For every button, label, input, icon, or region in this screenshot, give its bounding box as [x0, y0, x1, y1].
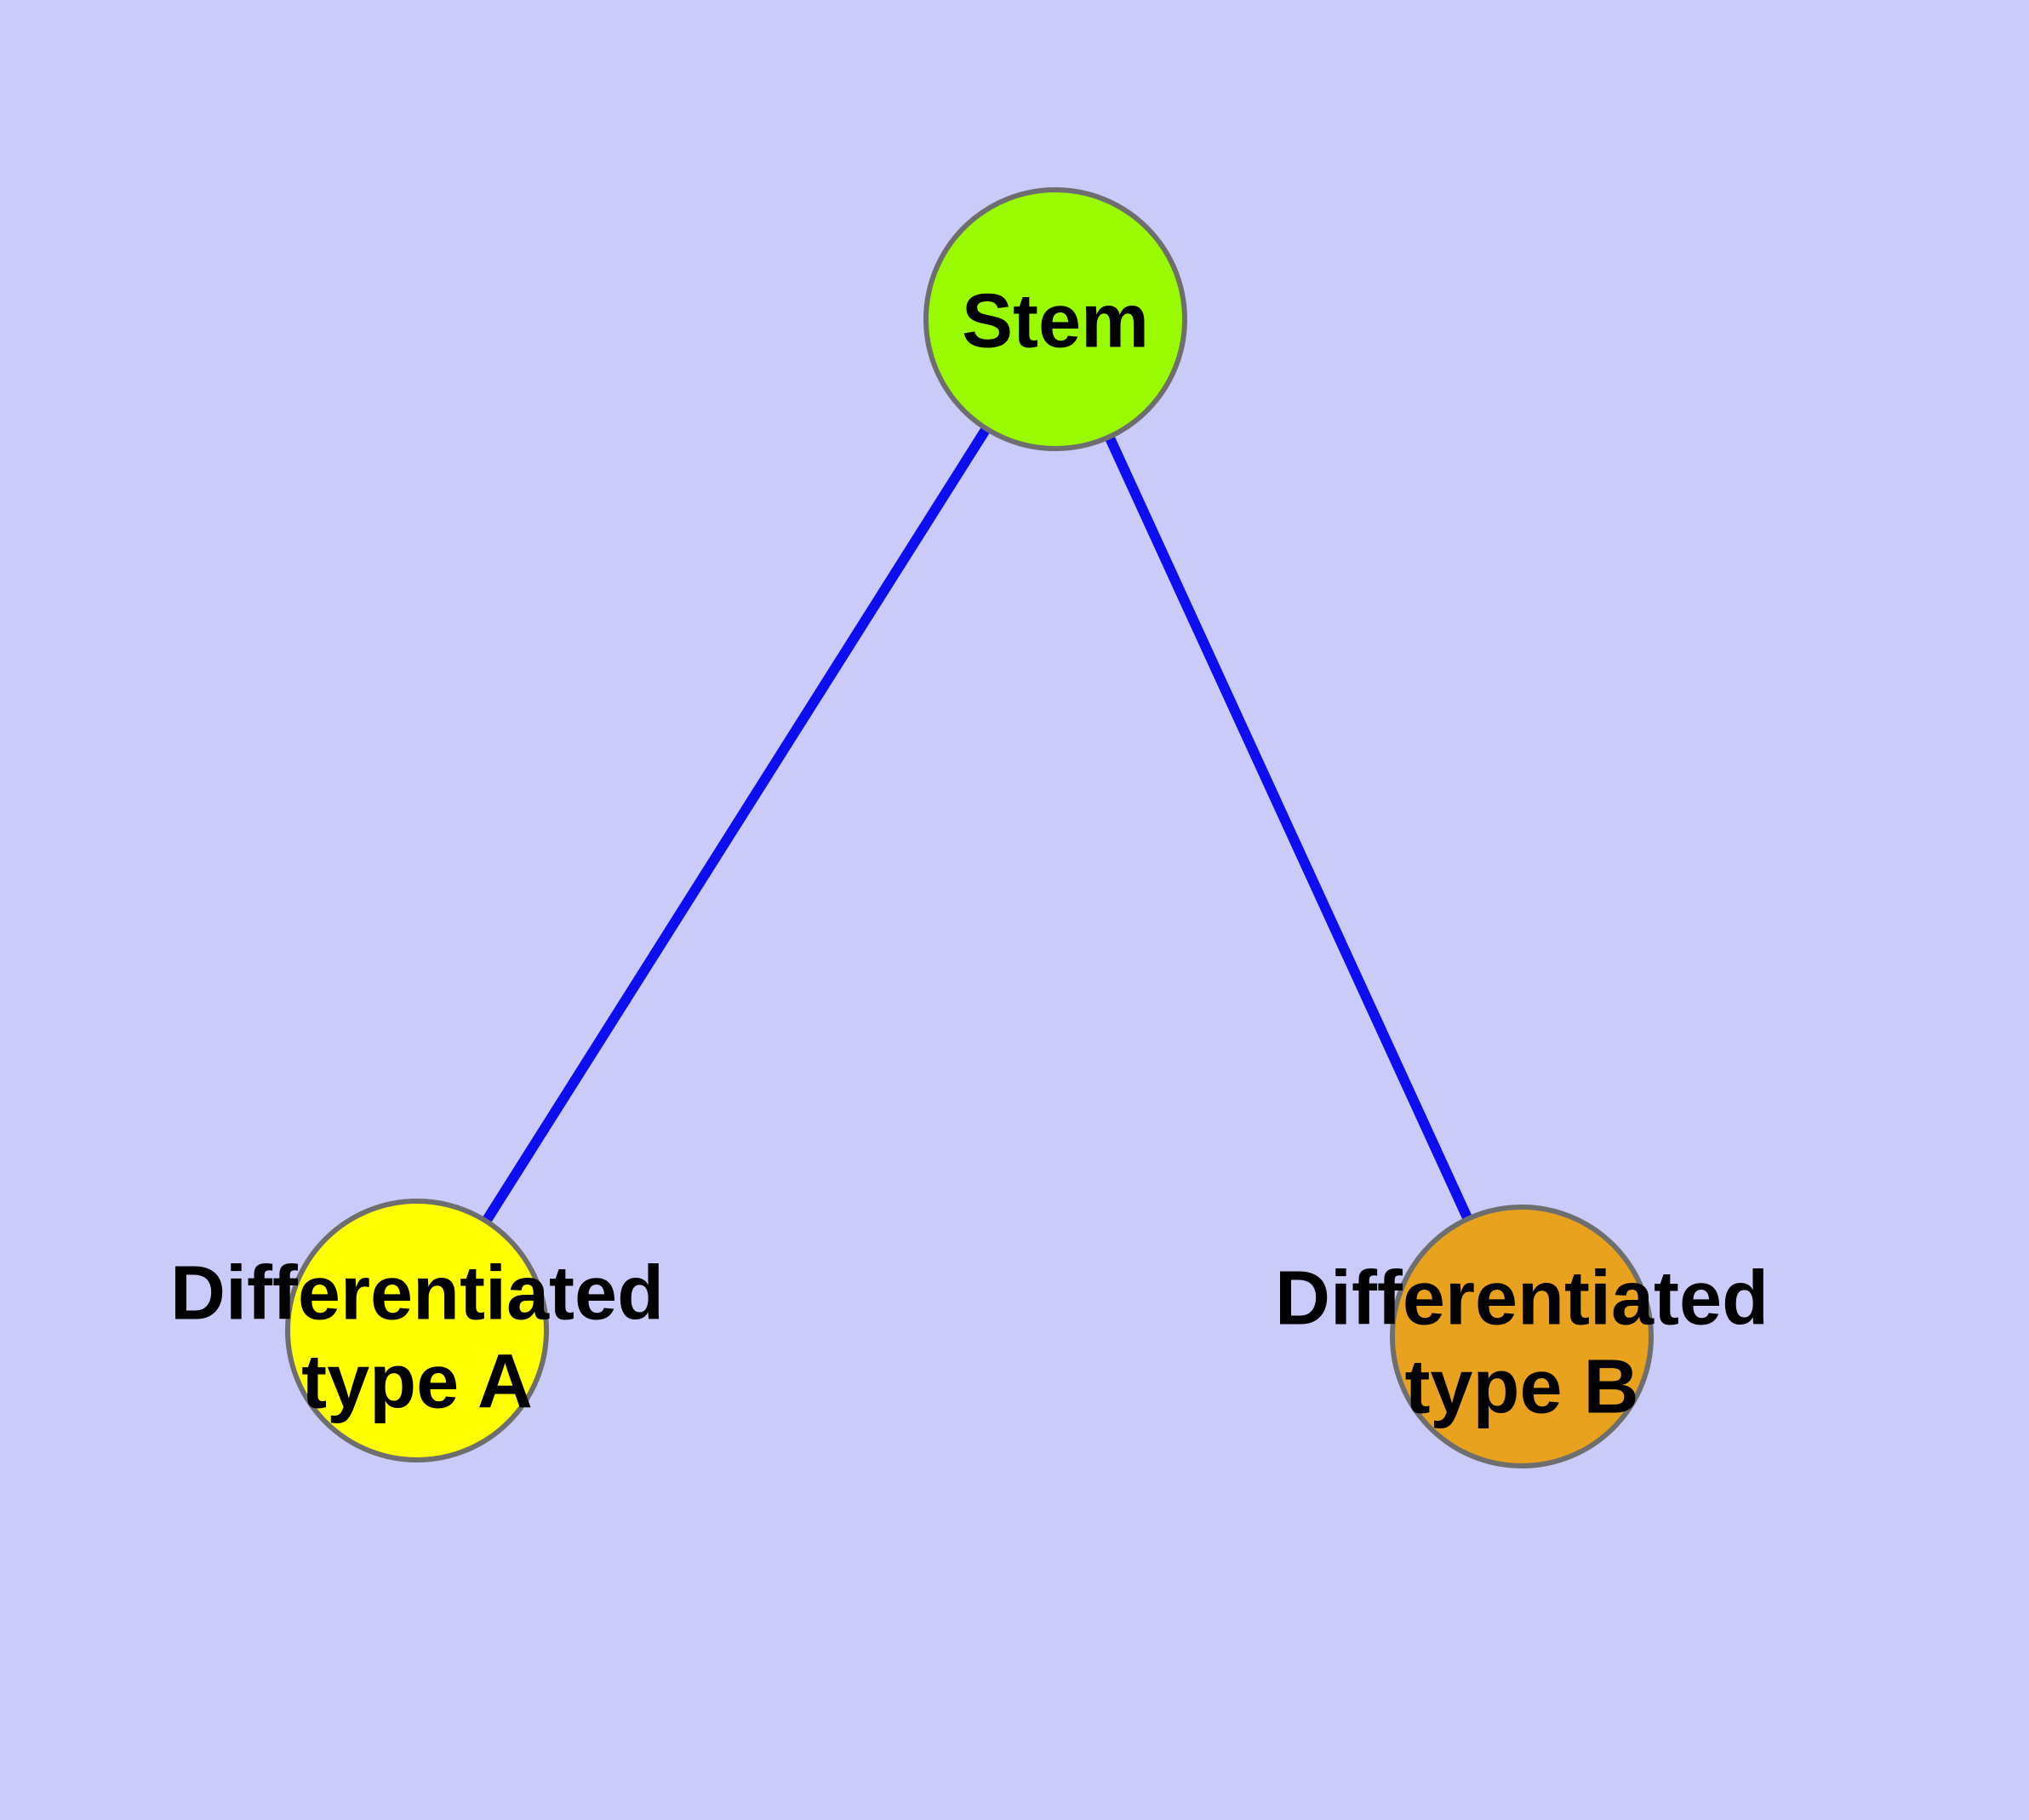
node-differentiated-type-a[interactable] — [285, 1199, 549, 1462]
node-differentiated-type-b[interactable] — [1390, 1205, 1654, 1468]
edge-stem-to-type-a[interactable] — [412, 316, 1060, 1334]
node-stem[interactable] — [923, 187, 1187, 451]
edge-stem-to-type-b[interactable] — [1050, 317, 1527, 1339]
